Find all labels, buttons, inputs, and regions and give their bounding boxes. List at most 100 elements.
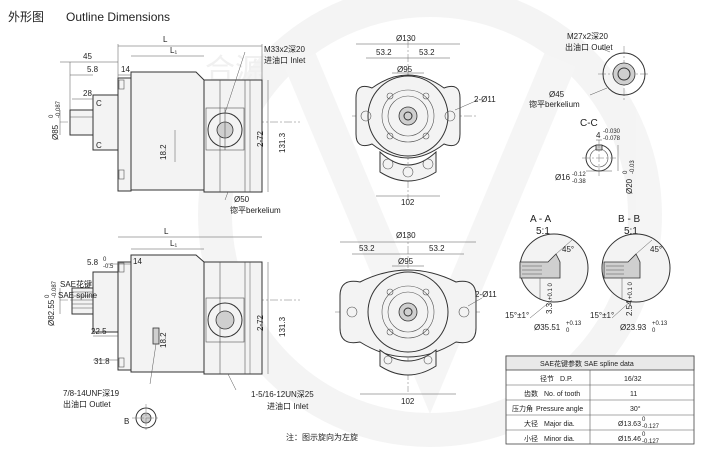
svg-text:Ø13.63: Ø13.63	[618, 421, 641, 428]
top-section-c1: C	[96, 99, 102, 108]
outlet-flat: 锪平berkelium	[529, 99, 580, 109]
bf-d130: Ø130	[396, 231, 416, 240]
svg-text:0: 0	[642, 432, 646, 438]
svg-text:2.54: 2.54	[625, 300, 634, 316]
aa-title: A - A	[530, 214, 551, 225]
bot-dim-58-up: 0	[103, 257, 107, 263]
spline-row: 大径 Major dia. Ø13.63 0 -0.127	[524, 417, 660, 430]
bot-dim-L: L	[164, 227, 169, 236]
bb-angle2: 15°±1°	[590, 311, 614, 320]
bottom-side-view	[59, 236, 300, 432]
bb-angle: 45°	[650, 245, 662, 254]
top-dim-14: 14	[121, 65, 130, 74]
svg-text:18.2: 18.2	[159, 144, 168, 160]
top-front-view	[352, 40, 479, 200]
bot-spline-en: SAE spline	[58, 291, 98, 300]
bot-dim-182: 18.2	[159, 332, 168, 348]
bb-title: B - B	[618, 214, 641, 225]
bottom-front-view	[335, 232, 483, 395]
bf-d95: Ø95	[398, 257, 414, 266]
outlet-thread: M27x2深20	[567, 32, 608, 41]
cc-title: C-C	[580, 118, 598, 129]
cc-d16: Ø16	[555, 173, 571, 182]
spline-table-title: SAE花键参数 SAE spline data	[540, 359, 634, 368]
bb-scale: 5:1	[624, 226, 638, 237]
svg-text:131.3: 131.3	[278, 316, 287, 337]
aa-dia-dn: 0	[566, 328, 570, 334]
bb-section-view	[601, 233, 671, 319]
tf-d532b: 53.2	[419, 48, 435, 57]
bb-dia-up: +0.13	[652, 321, 668, 327]
bf-d532b: 53.2	[429, 244, 445, 253]
svg-text:径节: 径节	[540, 374, 554, 383]
bot-dim-272: 2-72	[256, 314, 265, 331]
rotation-note: 注：图示旋向为左旋	[286, 432, 358, 442]
svg-text:Minor dia.: Minor dia.	[544, 436, 575, 443]
svg-text:+0.1 0: +0.1 0	[628, 281, 634, 299]
spline-table	[505, 355, 695, 445]
svg-text:压力角: 压力角	[512, 404, 533, 413]
top-dim-L1: L₁	[170, 46, 177, 55]
aa-dia-up: +0.13	[566, 321, 582, 327]
spline-row: 小径 Minor dia. Ø15.46 0 -0.127	[524, 432, 660, 445]
spline-row: 齿数 No. of tooth 11	[524, 389, 637, 398]
bot-dim-225: 22.5	[91, 327, 107, 336]
top-dim-58: 5.8	[87, 65, 99, 74]
svg-text:-0.127: -0.127	[642, 439, 660, 445]
svg-text:Ø85: Ø85	[51, 124, 60, 140]
top-dim-272: 2-72	[256, 130, 265, 147]
aa-scale: 5:1	[536, 226, 550, 237]
bot-spline-cn: SAE花键	[60, 279, 92, 289]
bot-dim-1313: 131.3	[278, 316, 287, 337]
svg-text:16/32: 16/32	[624, 376, 642, 383]
svg-text:18.2: 18.2	[159, 332, 168, 348]
top-shaft-dia: Ø85 0 -0.087	[49, 100, 62, 140]
aa-dia: Ø35.51	[534, 323, 561, 332]
bot-dim-14: 14	[133, 257, 142, 266]
svg-text:30°: 30°	[630, 405, 641, 413]
bot-shaft-dia: Ø82.55 0 -0.087	[45, 280, 58, 326]
svg-text:Pressure angle: Pressure angle	[536, 406, 583, 413]
bot-outlet-thread: 7/8-14UNF深19	[63, 389, 120, 398]
bf-d102: 102	[401, 397, 415, 406]
svg-text:小径: 小径	[524, 434, 538, 443]
svg-text:0: 0	[49, 114, 55, 118]
svg-text:0: 0	[45, 294, 51, 298]
svg-text:Major dia.: Major dia.	[544, 421, 575, 428]
bb-dia: Ø23.93	[620, 323, 647, 332]
bf-holes: 2-Ø11	[475, 290, 497, 299]
title-cn: 外形图	[8, 10, 44, 24]
bf-d532a: 53.2	[359, 244, 375, 253]
top-section-c2: C	[96, 141, 102, 150]
bot-dim-L1: L₁	[170, 239, 177, 248]
tf-d130: Ø130	[396, 34, 416, 43]
bot-dim-58-dn: -0.5	[103, 264, 114, 270]
tf-d532a: 53.2	[376, 48, 392, 57]
top-flat-label: 锪平berkelium	[230, 205, 281, 215]
spline-row: 压力角 Pressure angle 30°	[512, 404, 641, 413]
svg-text:11: 11	[630, 391, 637, 398]
cc-w-up: -0.030	[603, 129, 621, 135]
bot-dim-58: 5.8	[87, 258, 99, 267]
bb-dia-dn: 0	[652, 328, 656, 334]
cc-d16-dn: -0.38	[572, 179, 586, 185]
tf-d102: 102	[401, 198, 415, 207]
svg-text:Ø20: Ø20	[625, 178, 634, 194]
outlet-dia: Ø45	[549, 90, 565, 99]
top-side-view	[59, 44, 300, 201]
svg-text:-0.087: -0.087	[52, 280, 58, 298]
svg-text:Ø15.46: Ø15.46	[618, 436, 641, 443]
top-dim-L: L	[163, 35, 168, 44]
bot-dim-318: 31.8	[94, 357, 110, 366]
svg-text:-0.087: -0.087	[56, 100, 62, 118]
top-port-thread: M33x2深20	[264, 45, 305, 54]
title-en: Outline Dimensions	[66, 10, 170, 24]
svg-text:2-72: 2-72	[256, 314, 265, 331]
cc-w: 4	[596, 131, 601, 140]
bot-inlet-label: 进油口 Inlet	[267, 401, 309, 411]
svg-text:131.3: 131.3	[278, 132, 287, 153]
svg-text:0: 0	[623, 170, 629, 174]
svg-text:0: 0	[642, 417, 646, 423]
